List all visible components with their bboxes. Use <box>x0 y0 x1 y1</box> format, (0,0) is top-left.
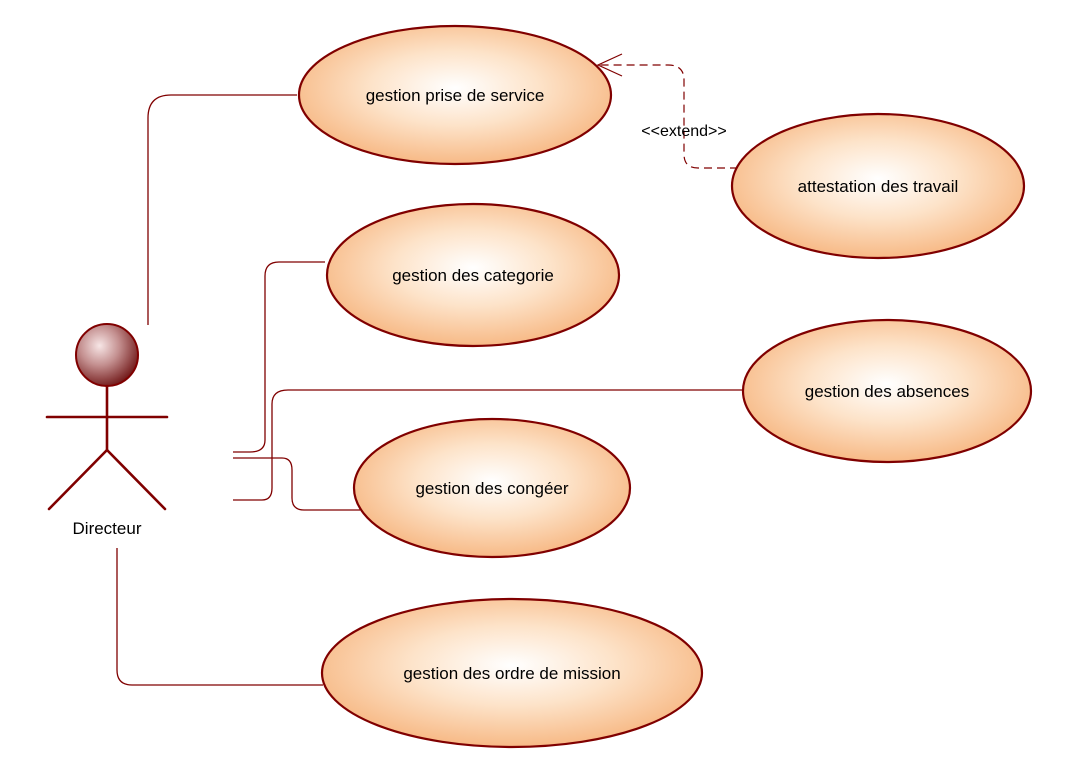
use-case-prise-service-ellipse[interactable] <box>297 24 613 166</box>
association-line-ordre-mission <box>116 548 323 686</box>
association-line-categorie <box>233 261 325 453</box>
extend-dependency-line <box>600 64 738 169</box>
use-case-categorie-ellipse[interactable] <box>325 202 621 348</box>
use-case-ordre-mission-ellipse[interactable] <box>320 597 704 749</box>
association-line-absences <box>233 389 742 501</box>
use-case-ordre-mission-label: gestion des ordre de mission <box>403 664 620 683</box>
actor-head <box>75 323 139 387</box>
use-case-attestation-ellipse[interactable] <box>730 112 1026 260</box>
actor-left-leg <box>47 448 109 511</box>
use-case-categorie-label: gestion des categorie <box>392 266 554 285</box>
extend-arrowhead <box>596 53 623 77</box>
association-line-prise-service <box>147 94 297 325</box>
use-case-prise-service-label: gestion prise de service <box>366 86 545 105</box>
use-case-conges-ellipse[interactable] <box>352 417 632 559</box>
use-case-absences-label: gestion des absences <box>805 382 969 401</box>
actor-name-label: Directeur <box>73 519 142 538</box>
extend-stereotype-label: <<extend>> <box>641 123 726 140</box>
use-case-absences-ellipse[interactable] <box>741 318 1033 464</box>
use-case-attestation-label: attestation des travail <box>798 177 959 196</box>
use-case-conges-label: gestion des congéer <box>415 479 568 498</box>
actor-right-leg <box>105 448 167 511</box>
association-line-conges <box>233 457 360 511</box>
actor-directeur[interactable]: Directeur <box>45 323 169 538</box>
